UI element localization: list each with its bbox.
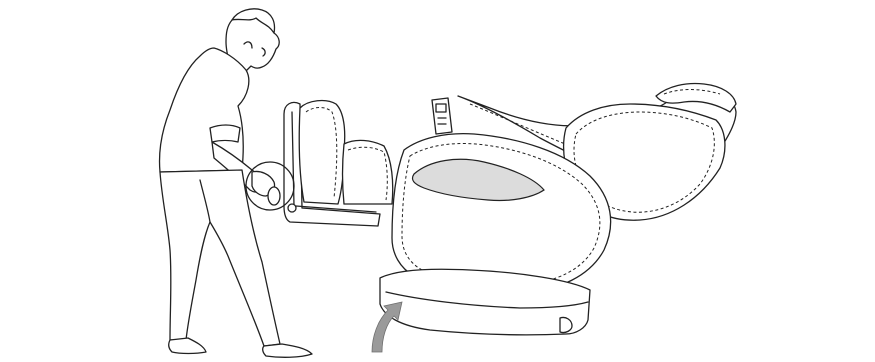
remote-screen: [436, 104, 446, 112]
leg-rest-cushion-2: [343, 140, 393, 204]
person-torso: [159, 48, 248, 172]
tilt-arrow-icon: [372, 302, 402, 352]
person-right-shoe: [263, 344, 312, 357]
leg-rest-pivot: [288, 204, 296, 212]
leg-rest-cushion: [299, 101, 345, 204]
person-left-shoe: [169, 338, 206, 354]
person-trousers: [160, 170, 280, 346]
roller-knob: [268, 187, 280, 205]
person-armband: [210, 125, 240, 142]
massage-chair: [246, 84, 736, 353]
